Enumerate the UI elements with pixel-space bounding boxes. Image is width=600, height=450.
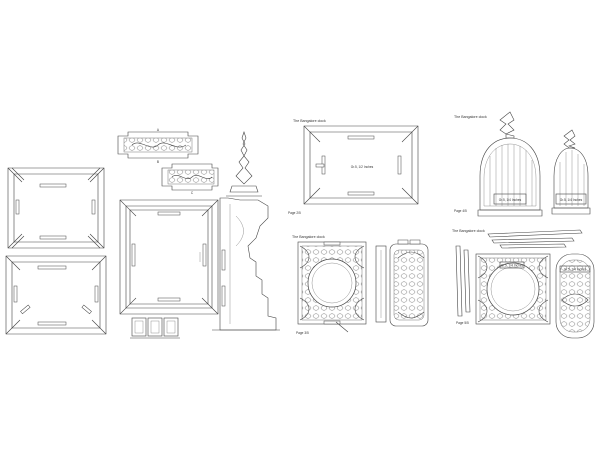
sheet-2-title: The Bangalore clock [293, 119, 326, 123]
fretwork-strip-middle: C [161, 163, 219, 195]
dome-cage-large: Gr.5, 1/4 Inches [477, 111, 543, 217]
fretwork-strip-top: A B [117, 128, 199, 164]
sheet-2-page-note: Page 2/5 [288, 211, 301, 215]
frame-panel-upper [7, 167, 105, 249]
dial-face-ornate [297, 241, 367, 333]
small-parts [130, 317, 180, 339]
dial-face-ornate-2: Gr.5, 1/4 Inches [475, 253, 551, 325]
svg-text:A: A [157, 128, 160, 132]
sheet-2-center-label: Gr.5, 1/2 Inches [351, 165, 374, 169]
side-panel-ornate [389, 239, 429, 327]
sheet-5-label-b: Gr.5, 1/4 Inches [564, 268, 587, 272]
sheet-4: The Bangalore clock Gr.5, 1/4 Inches Gr.… [454, 111, 591, 217]
sheet-4-page-note: Page 4/5 [454, 209, 467, 213]
sheet-5: The Bangalore clock Gr.5, 1/4 Inches [452, 229, 595, 339]
sheet-3: The Bangalore clock Page 3/5 [292, 235, 429, 335]
sheet-4-label-right: Gr.5, 1/4 Inches [560, 198, 583, 202]
sheet-5-title: The Bangalore clock [452, 229, 485, 233]
sheet-3-title: The Bangalore clock [292, 235, 325, 239]
oval-panel-ornate: Gr.5, 1/4 Inches [555, 253, 595, 339]
long-strips [487, 229, 583, 249]
sheet-5-page-note: Page 5/5 [456, 321, 469, 325]
sheet-3-page-note: Page 3/5 [296, 331, 309, 335]
svg-text:B: B [157, 160, 159, 164]
dome-cage-small: Gr.5, 1/4 Inches [551, 129, 591, 215]
vertical-strips [455, 245, 471, 317]
base-frame-large [119, 199, 219, 315]
frame-panel-lower [5, 255, 107, 335]
sheet-4-title: The Bangalore clock [454, 115, 487, 119]
sheet-4-label-left: Gr.5, 1/4 Inches [499, 198, 522, 202]
finial-profile [212, 131, 280, 331]
side-post [375, 245, 387, 323]
sheet-2: The Bangalore clock Gr.5, 1/2 Inches Pag… [288, 119, 419, 215]
svg-text:C: C [191, 191, 194, 195]
sheet-5-label-a: Gr.5, 1/4 Inches [501, 264, 524, 268]
sheet-1-parts: A B C [5, 128, 280, 339]
